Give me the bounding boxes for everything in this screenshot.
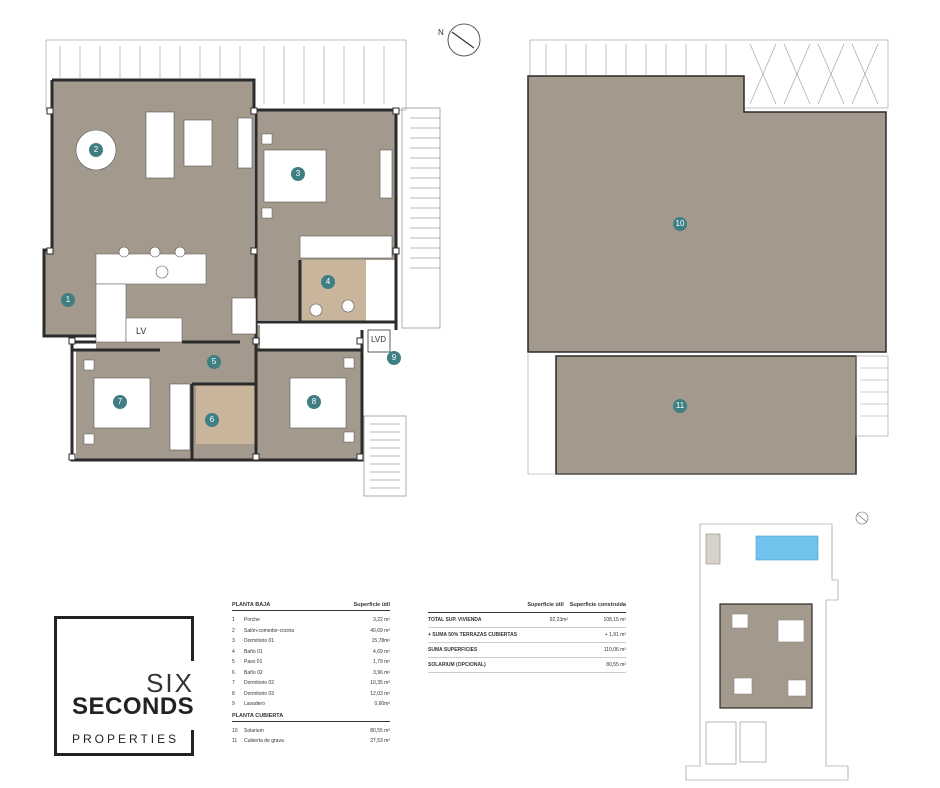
- bath-01: [300, 260, 366, 322]
- stairs-upper: [401, 107, 441, 329]
- stairs-lower: [363, 415, 407, 497]
- room-marker-1: 1: [61, 293, 75, 307]
- compass-north-label: N: [438, 28, 444, 37]
- section-ground-title: PLANTA BAJA: [232, 602, 271, 608]
- room-marker-6: 6: [205, 413, 219, 427]
- room-marker-4: 4: [321, 275, 335, 289]
- room-marker-10: 10: [673, 217, 687, 231]
- compass-icon: [447, 23, 481, 57]
- room-marker-7: 7: [113, 395, 127, 409]
- kitchen: [95, 253, 207, 343]
- six-seconds-logo: SIX SECONDS PROPERTIES: [54, 616, 194, 756]
- areas-table-header: PLANTA BAJA Superficie útil: [232, 602, 390, 611]
- walls: [42, 78, 398, 462]
- laundry-lvd-label: LVD: [371, 335, 386, 344]
- section-roof-title: PLANTA CUBIERTA: [232, 713, 390, 722]
- room-marker-3: 3: [291, 167, 305, 181]
- laundry-box: [367, 329, 391, 353]
- logo-frame: [54, 616, 194, 756]
- table-row: + SUMA 50% TERRAZAS CUBIERTAS+ 1,91 m²: [428, 628, 626, 643]
- solarium-area: [527, 75, 887, 353]
- col-built-header: Superficie construida: [569, 602, 626, 608]
- furniture: [75, 111, 393, 451]
- col-useful-header: Superficie útil: [353, 602, 390, 608]
- laundry-lv-label: LV: [136, 326, 147, 336]
- room-marker-5: 5: [207, 355, 221, 369]
- bath-02: [196, 384, 256, 444]
- wall-posts: [46, 107, 400, 461]
- logo-seconds: SECONDS: [72, 693, 195, 720]
- logo-six: SIX: [146, 668, 194, 698]
- room-marker-2: 2: [89, 143, 103, 157]
- gravel-roof-area: [555, 355, 857, 475]
- room-marker-8: 8: [307, 395, 321, 409]
- logo-properties: PROPERTIES: [72, 732, 180, 746]
- room-marker-9: 9: [387, 351, 401, 365]
- site-plan: [685, 511, 869, 781]
- roof-plan: [527, 39, 889, 475]
- col-useful-header: Superficie útil: [527, 602, 564, 608]
- table-row: SOLARIUM (OPCIONAL)80,55 m²: [428, 658, 626, 673]
- pool: [755, 535, 819, 561]
- roof-railing: [529, 39, 889, 109]
- room-marker-11: 11: [673, 399, 687, 413]
- totals-table: Superficie útil Superficie construida TO…: [428, 602, 626, 673]
- ground-floor-plan: [42, 39, 543, 497]
- totals-table-header: Superficie útil Superficie construida: [428, 602, 626, 613]
- roof-stairs: [855, 355, 889, 437]
